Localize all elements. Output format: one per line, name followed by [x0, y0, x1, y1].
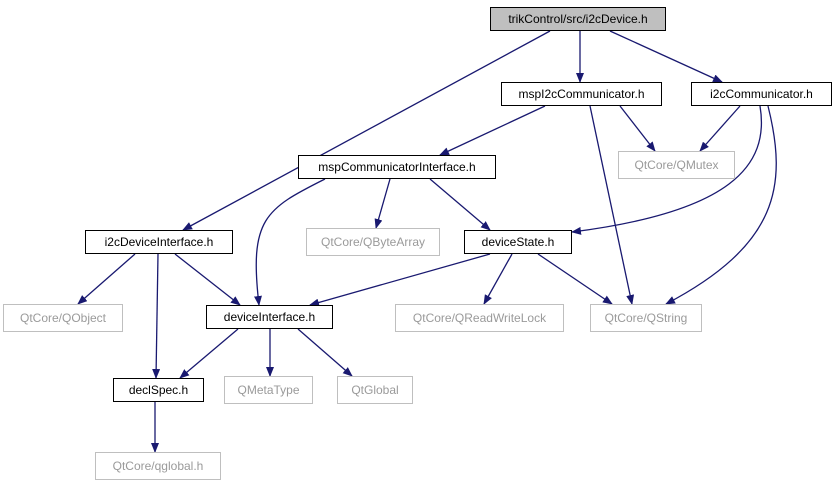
edge-devstate-to-qstring: [537, 253, 613, 305]
node-qtcore-qreadwritelock: QtCore/QReadWriteLock: [395, 304, 564, 332]
edge-i2cdi-to-declspec: [152, 253, 161, 379]
edge-mspci-to-qbytearray: [374, 178, 391, 229]
edge-mspci-to-devstate: [429, 178, 491, 231]
edge-i2ccomm-to-qmutex: [699, 105, 741, 152]
node-i2ccommunicator-h[interactable]: i2cCommunicator.h: [691, 82, 832, 106]
node-qtcore-qmutex: QtCore/QMutex: [618, 151, 735, 179]
node-devicestate-h[interactable]: deviceState.h: [464, 230, 572, 254]
edge-devif-to-qtglobal: [297, 328, 353, 377]
edge-msp-to-mspci: [439, 105, 546, 156]
node-qtcore-qglobal-h: QtCore/qglobal.h: [95, 452, 221, 480]
edge-devstate-to-qrwlock: [483, 253, 513, 305]
edge-i2cdi-to-qobject: [77, 253, 136, 305]
node-mspcommunicatorinterface-h[interactable]: mspCommunicatorInterface.h: [298, 155, 496, 179]
edge-msp-to-qmutex: [619, 105, 656, 152]
node-deviceinterface-h[interactable]: deviceInterface.h: [206, 305, 333, 329]
node-qtcore-qobject: QtCore/QObject: [3, 304, 123, 332]
edge-devstate-to-devif: [309, 253, 491, 307]
node-qmetatype: QMetaType: [224, 376, 313, 404]
node-i2cdeviceinterface-h[interactable]: i2cDeviceInterface.h: [85, 230, 233, 254]
node-declspec-h[interactable]: declSpec.h: [113, 378, 204, 402]
edge-i2ccomm-to-qstring: [665, 105, 777, 305]
edge-devif-to-declspec: [179, 328, 239, 379]
node-qtcore-qstring: QtCore/QString: [590, 304, 702, 332]
edge-msp-to-qstring: [589, 105, 635, 305]
edge-mspci-to-devif: [253, 178, 326, 306]
edge-root-to-i2cdi: [182, 30, 551, 231]
node-qtcore-qbytearray: QtCore/QByteArray: [306, 228, 440, 256]
edge-i2cdi-to-devif: [174, 253, 241, 306]
node-qtglobal: QtGlobal: [337, 376, 413, 404]
edge-i2ccomm-to-devstate: [571, 105, 762, 235]
node-mspi2ccommunicator-h[interactable]: mspI2cCommunicator.h: [501, 82, 662, 106]
node-i2cdevice-h[interactable]: trikControl/src/i2cDevice.h: [490, 7, 666, 31]
edge-root-to-i2ccomm: [609, 30, 723, 83]
